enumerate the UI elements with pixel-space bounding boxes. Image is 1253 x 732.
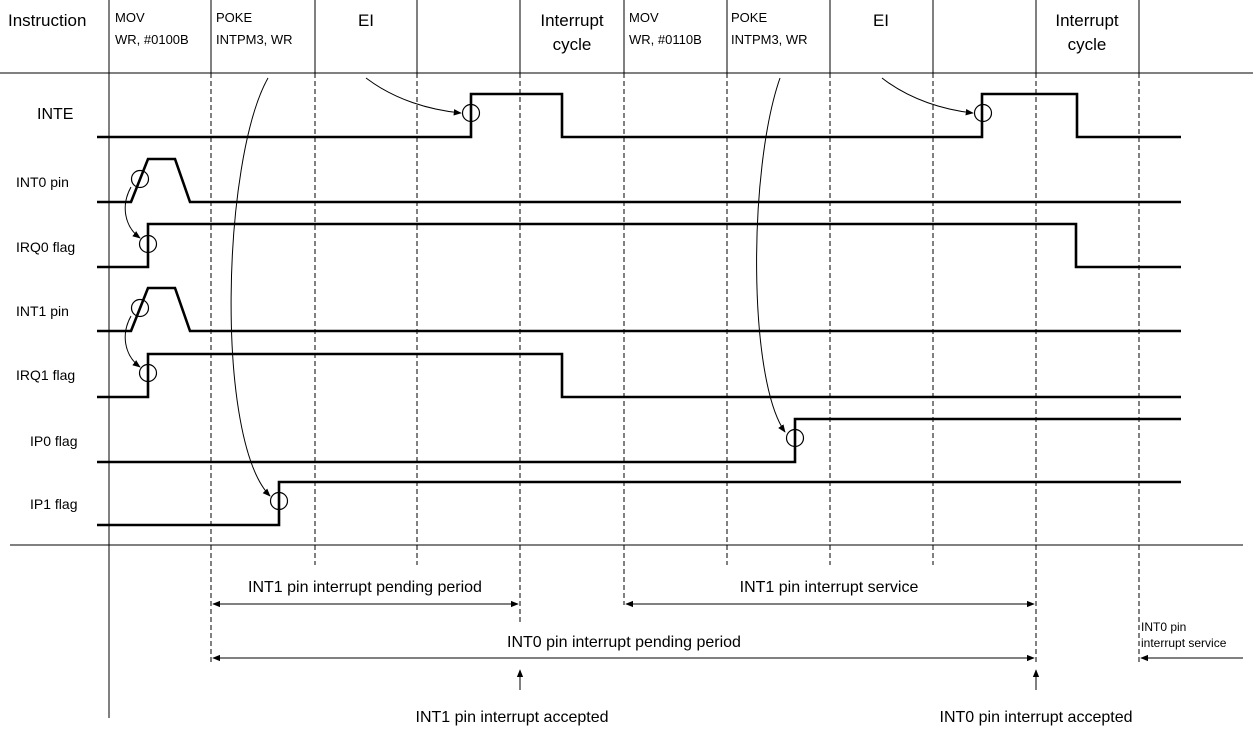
signal-label-ip1: IP1 flag xyxy=(30,496,77,512)
event-markers xyxy=(130,103,993,511)
annotation-int1-accepted: INT1 pin interrupt accepted xyxy=(416,709,609,726)
header-col10-line1: Interrupt xyxy=(1055,11,1119,30)
header-col10-line2: cycle xyxy=(1068,35,1107,54)
annotation-int0-service-line1: INT0 pin xyxy=(1141,620,1186,634)
header-col6-line2: WR, #0110B xyxy=(629,32,702,47)
waveform-ip0-flag xyxy=(97,417,1181,464)
header-col1-line1: MOV xyxy=(115,10,145,25)
signal-label-ip0: IP0 flag xyxy=(30,433,77,449)
signal-label-int0: INT0 pin xyxy=(16,174,69,190)
waveform-irq1-flag xyxy=(97,352,1181,399)
header-col2-line1: POKE xyxy=(216,10,252,25)
annotation-int0-pending: INT0 pin interrupt pending period xyxy=(507,634,741,651)
annotation-int1-service: INT1 pin interrupt service xyxy=(740,579,919,596)
dashed-gridlines xyxy=(210,73,1140,665)
signal-label-irq0: IRQ0 flag xyxy=(16,239,75,255)
waveform-int1-pin xyxy=(97,286,1181,333)
signal-label-irq1: IRQ1 flag xyxy=(16,367,75,383)
causality-arrows xyxy=(124,77,974,497)
waveform-irq0-flag xyxy=(97,222,1181,269)
annotation-int0-service-line2: interrupt service xyxy=(1141,636,1227,650)
annotation-int1-pending: INT1 pin interrupt pending period xyxy=(248,579,482,596)
header-col5-line1: Interrupt xyxy=(540,11,604,30)
header-col2-line2: INTPM3, WR xyxy=(216,32,293,47)
header-col1-line2: WR, #0100B xyxy=(115,32,189,47)
waveform-int0-pin xyxy=(97,157,1181,204)
header-col6-line1: MOV xyxy=(629,10,659,25)
header-col7-line1: POKE xyxy=(731,10,767,25)
header-col8: EI xyxy=(873,11,889,30)
header-instruction-label: Instruction xyxy=(8,11,86,30)
waveform-inte xyxy=(97,92,1181,139)
waveform-ip1-flag xyxy=(97,480,1181,527)
signal-label-inte: INTE xyxy=(37,106,73,123)
header-col7-line2: INTPM3, WR xyxy=(731,32,808,47)
header-col5-line2: cycle xyxy=(553,35,592,54)
header-col3: EI xyxy=(358,11,374,30)
signal-label-int1: INT1 pin xyxy=(16,303,69,319)
header-dividers xyxy=(210,0,1140,73)
annotation-int0-accepted: INT0 pin interrupt accepted xyxy=(940,709,1133,726)
